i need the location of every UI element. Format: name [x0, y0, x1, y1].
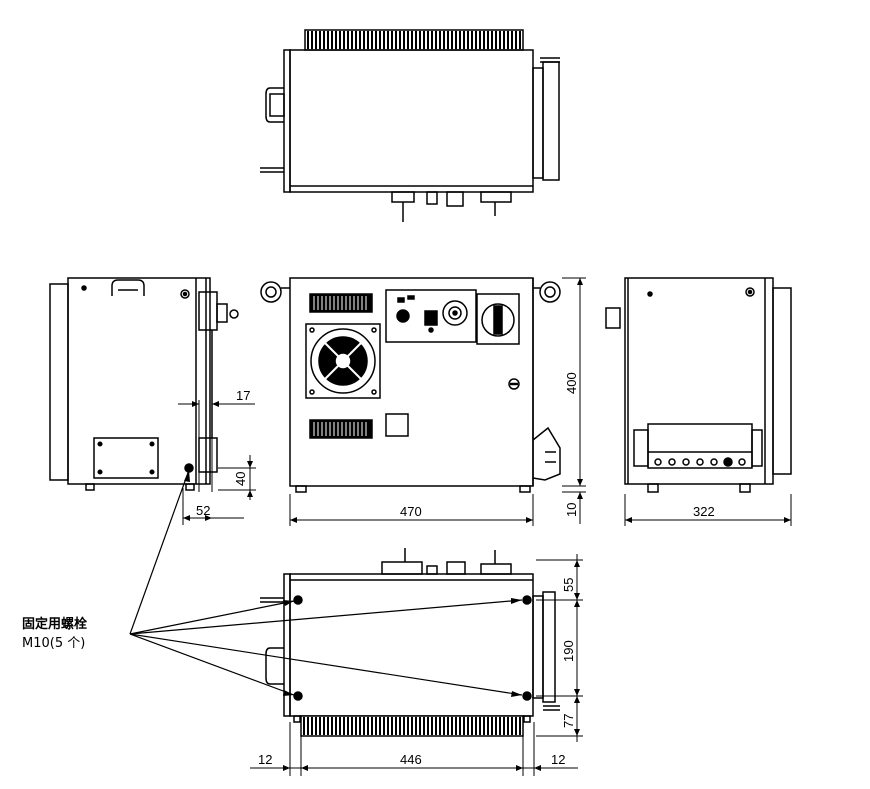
- bottom-vent: [309, 419, 373, 439]
- key-switch: [396, 309, 410, 323]
- right-lifting-eye: [539, 281, 561, 303]
- control-panel: [385, 289, 477, 343]
- left-lifting-eye: [260, 281, 282, 303]
- top-view-heatsink: [304, 29, 524, 51]
- callout-spec: M10(5 个): [22, 636, 85, 651]
- dim-10: 10: [564, 503, 579, 517]
- dim-400: 400: [564, 372, 579, 394]
- dim-12-right: 12: [551, 752, 565, 767]
- top-view-bracket: [532, 67, 544, 179]
- dim-55: 55: [561, 578, 576, 592]
- callout-leaders: [129, 469, 523, 697]
- left-view-plate: [93, 437, 159, 479]
- bottom-view-body: [289, 573, 534, 717]
- dim-52: 52: [196, 503, 210, 518]
- dim-190: 190: [561, 640, 576, 662]
- bottom-view-dimensions: [250, 554, 583, 776]
- top-view-connectors: [391, 191, 512, 222]
- dim-470: 470: [400, 504, 422, 519]
- connector-port: [442, 300, 468, 326]
- left-view-heatsink: [49, 283, 69, 481]
- right-view-dimensions: [624, 494, 792, 526]
- dim-322: 322: [693, 504, 715, 519]
- bottom-view-heatsink: [300, 715, 524, 737]
- bottom-view-connectors: [381, 548, 512, 575]
- right-view-panel: [633, 423, 763, 469]
- dim-40: 40: [233, 472, 248, 486]
- fixing-bolt-holes: [293, 595, 532, 701]
- toggle-switch: [424, 310, 438, 326]
- callout-title: 固定用螺栓: [22, 616, 87, 632]
- dim-77: 77: [561, 714, 576, 728]
- right-view-body: [624, 277, 774, 485]
- indicator: [508, 378, 520, 390]
- dim-12-left: 12: [258, 752, 272, 767]
- right-side-view: [605, 277, 792, 493]
- left-side-view: [49, 277, 239, 491]
- front-view: [260, 277, 561, 493]
- top-vent: [309, 293, 373, 313]
- top-view-body: [289, 49, 534, 193]
- dim-17: 17: [236, 388, 250, 403]
- left-view-dimensions: [178, 398, 256, 525]
- dim-446: 446: [400, 752, 422, 767]
- main-switch: [476, 293, 520, 345]
- side-connector: [532, 426, 561, 481]
- front-view-dimensions: [289, 277, 586, 526]
- left-view-body: [67, 277, 211, 485]
- top-view-handle: [265, 87, 284, 123]
- bottom-view: [260, 548, 560, 737]
- fan: [305, 323, 381, 399]
- top-view: [260, 29, 560, 222]
